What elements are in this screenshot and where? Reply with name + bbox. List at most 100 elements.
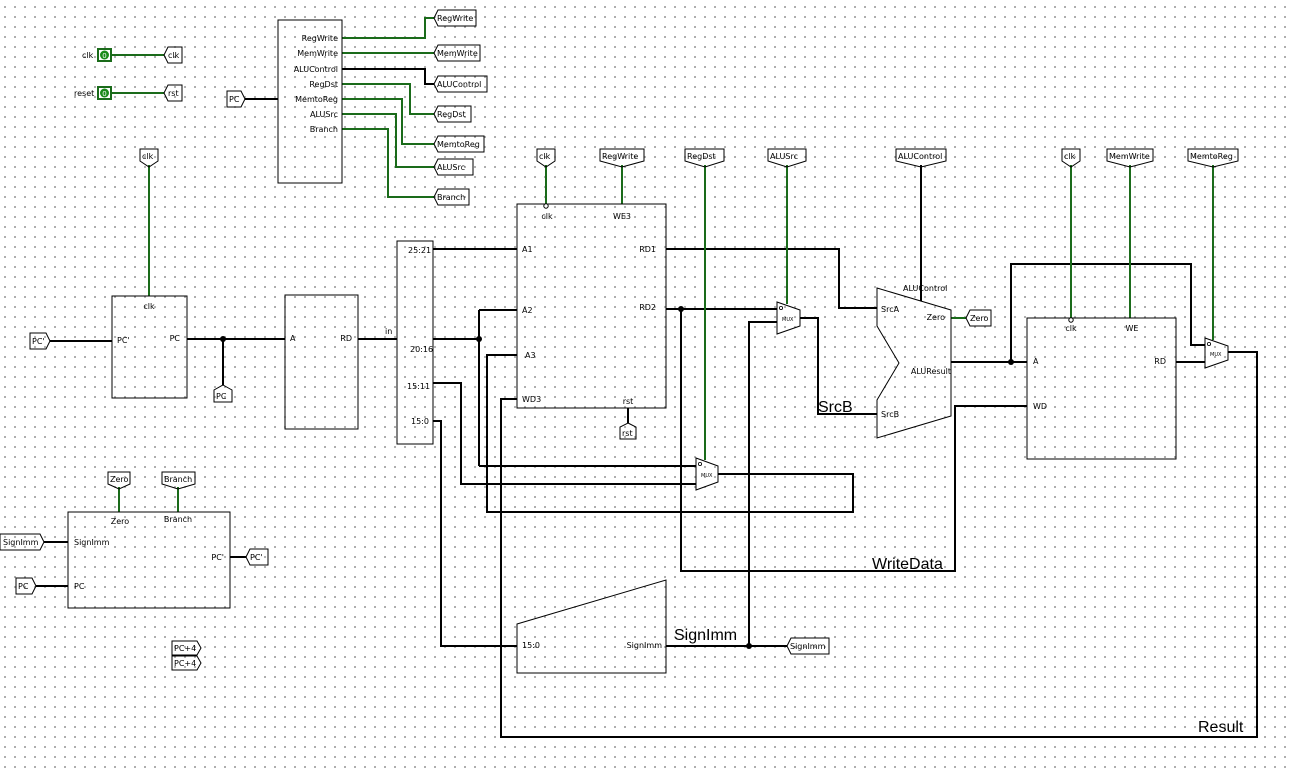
tunnel-clk-pcreg[interactable]: clk <box>139 148 159 168</box>
svg-text:PC': PC' <box>211 553 224 562</box>
svg-text:A2: A2 <box>522 306 533 315</box>
svg-text:clk: clk <box>168 51 180 60</box>
tunnel-alusrc-ctrl[interactable]: ALUSrc <box>433 158 474 176</box>
instruction-memory[interactable]: A RD <box>284 294 359 430</box>
tunnel-rst-regfile[interactable]: rst <box>619 422 637 440</box>
regdst-mux[interactable]: MUX <box>695 457 719 491</box>
svg-text:in: in <box>385 327 392 336</box>
register-file[interactable]: clk WE3 A1 A2 A3 WD3 RD1 RD2 rst <box>516 203 667 409</box>
svg-text:Zero: Zero <box>927 313 946 322</box>
svg-text:ALUResult: ALUResult <box>911 367 951 376</box>
svg-text:Branch: Branch <box>164 515 192 524</box>
instruction-splitter[interactable]: in 25:21 20:16 15:11 15:0 <box>385 240 434 445</box>
reset-input-label: reset <box>74 89 94 98</box>
tunnel-memwrite-top[interactable]: MemWrite <box>1106 148 1154 168</box>
svg-text:PC: PC <box>18 582 29 591</box>
svg-text:SignImm: SignImm <box>627 641 663 650</box>
reset-pin[interactable]: 0 <box>97 86 112 100</box>
svg-text:Branch: Branch <box>164 475 192 484</box>
svg-text:PC': PC' <box>32 337 45 346</box>
svg-text:WE3: WE3 <box>613 212 631 221</box>
svg-text:A3: A3 <box>525 351 536 360</box>
tunnels: clk rst PC RegWrite MemWrite ALUControl … <box>0 9 1239 671</box>
svg-text:rst: rst <box>168 89 179 98</box>
data-memory[interactable]: clk WE A WD RD <box>1026 317 1177 460</box>
tunnel-zero-alu[interactable]: Zero <box>965 309 992 327</box>
tunnel-regdst-top[interactable]: RegDst <box>684 148 725 168</box>
tunnel-regdst-ctrl[interactable]: RegDst <box>433 105 472 123</box>
pc-register[interactable]: clk PC' PC <box>111 295 188 399</box>
tunnel-clk-dmem[interactable]: clk <box>1061 148 1081 168</box>
svg-text:RegWrite: RegWrite <box>437 14 473 23</box>
svg-text:RegWrite: RegWrite <box>302 34 338 43</box>
tunnel-memtoreg-ctrl[interactable]: MemtoReg <box>433 135 485 153</box>
svg-text:ALUControl: ALUControl <box>294 65 338 74</box>
tunnel-pcprime-out[interactable]: PC' <box>245 548 269 566</box>
tunnel-memtoreg-top[interactable]: MemtoReg <box>1187 148 1239 168</box>
svg-text:ALUControl: ALUControl <box>437 80 481 89</box>
svg-text:RD: RD <box>1154 357 1166 366</box>
tunnel-regwrite-regfile[interactable]: RegWrite <box>599 148 645 168</box>
svg-text:RD: RD <box>340 334 352 343</box>
svg-text:RD1: RD1 <box>639 245 656 254</box>
tunnel-pc-pclogic[interactable]: PC <box>15 577 37 595</box>
svg-text:PC: PC <box>74 582 85 591</box>
svg-text:ALUSrc: ALUSrc <box>310 110 338 119</box>
svg-text:RegWrite: RegWrite <box>602 152 638 161</box>
svg-text:RegDst: RegDst <box>437 110 466 119</box>
tunnel-alucontrol-top[interactable]: ALUControl <box>895 148 947 168</box>
tunnel-signimm-pclogic[interactable]: SignImm <box>0 533 45 551</box>
reset-value: 0 <box>102 90 106 98</box>
svg-text:rst: rst <box>623 397 634 406</box>
svg-text:RegDst: RegDst <box>687 152 716 161</box>
tunnel-memwrite-ctrl[interactable]: MemWrite <box>433 44 481 62</box>
svg-text:ALUSrc: ALUSrc <box>770 152 798 161</box>
svg-text:RegDst: RegDst <box>309 80 338 89</box>
pc-logic[interactable]: Zero Branch SignImm PC PC' <box>67 511 231 609</box>
tunnel-clk-top[interactable]: clk <box>163 46 183 64</box>
svg-text:RD2: RD2 <box>639 303 656 312</box>
clk-pin[interactable]: 0 <box>97 48 112 62</box>
wire-labels: SrcB WriteData SignImm Result <box>674 399 1244 736</box>
memtoreg-mux[interactable]: MUX <box>1204 337 1229 369</box>
tunnel-pc-control[interactable]: PC <box>226 90 246 108</box>
tunnel-pcplus4-a[interactable]: PC+4 <box>171 640 202 656</box>
svg-text:Branch: Branch <box>310 125 338 134</box>
reset-input: reset <box>74 89 94 98</box>
tunnel-pcprime-in[interactable]: PC' <box>29 332 51 350</box>
tunnel-rst-top[interactable]: rst <box>163 84 183 102</box>
svg-text:clk: clk <box>1064 152 1076 161</box>
tunnel-pc-out[interactable]: PC <box>213 384 233 403</box>
svg-text:SignImm: SignImm <box>790 642 826 651</box>
svg-text:ALUControl: ALUControl <box>898 152 942 161</box>
svg-text:15:11: 15:11 <box>407 382 430 391</box>
svg-text:Zero: Zero <box>110 475 129 484</box>
svg-text:15:0: 15:0 <box>522 641 540 650</box>
srcb-label: SrcB <box>818 399 853 416</box>
svg-text:WD3: WD3 <box>522 395 541 404</box>
sign-extend[interactable]: 15:0 SignImm <box>516 579 667 674</box>
svg-text:A1: A1 <box>522 245 533 254</box>
tunnel-regwrite-ctrl[interactable]: RegWrite <box>433 9 477 27</box>
tunnel-zero-pclogic[interactable]: Zero <box>107 471 131 490</box>
tunnel-pcplus4-b[interactable]: PC+4 <box>171 655 202 671</box>
svg-text:SignImm: SignImm <box>3 538 39 547</box>
control-unit[interactable]: RegWrite MemWrite ALUControl RegDst Memt… <box>277 19 343 184</box>
svg-text:PC': PC' <box>250 553 263 562</box>
svg-text:25:21: 25:21 <box>408 246 431 255</box>
alu[interactable]: ALUControl SrcA SrcB Zero ALUResult <box>876 284 952 439</box>
tunnel-signimm-out[interactable]: SignImm <box>786 637 830 655</box>
alusrc-mux[interactable]: MUX <box>776 301 801 335</box>
tunnel-alucontrol-ctrl[interactable]: ALUControl <box>433 75 488 93</box>
svg-text:Branch: Branch <box>437 193 465 202</box>
tunnel-alusrc-top[interactable]: ALUSrc <box>767 148 807 168</box>
svg-text:SrcA: SrcA <box>881 305 900 314</box>
writedata-label: WriteData <box>872 556 943 573</box>
svg-text:Zero: Zero <box>970 314 989 323</box>
svg-text:WE: WE <box>1126 324 1139 333</box>
tunnel-branch-ctrl[interactable]: Branch <box>433 188 470 206</box>
svg-text:MemWrite: MemWrite <box>1109 152 1150 161</box>
tunnel-branch-pclogic[interactable]: Branch <box>161 471 196 490</box>
tunnel-clk-regfile[interactable]: clk <box>536 148 556 168</box>
